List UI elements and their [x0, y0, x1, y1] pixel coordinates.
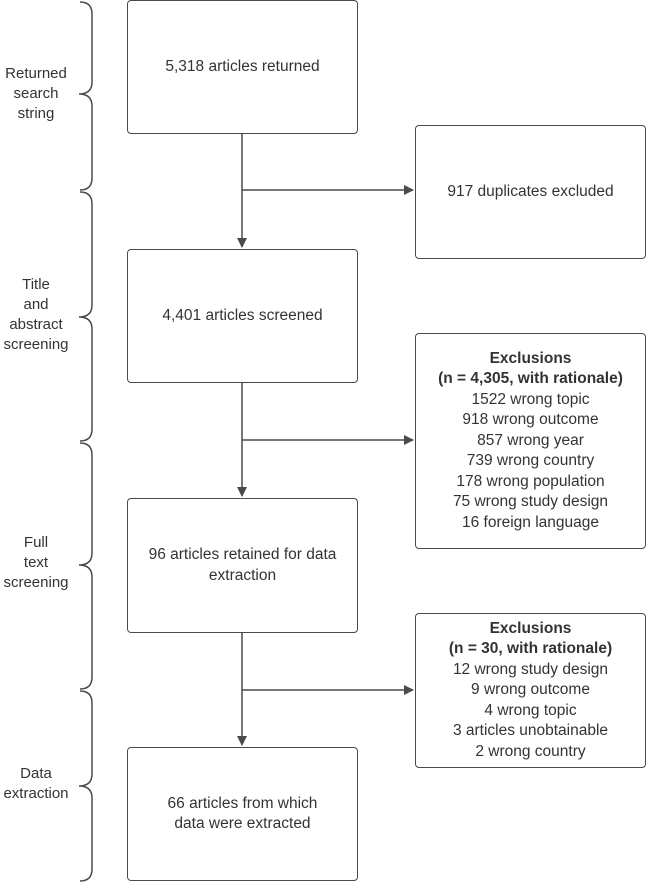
box-exclusions-1: Exclusions (n = 4,305, with rationale) 1…: [415, 333, 646, 549]
brace-data-extraction: [78, 690, 93, 882]
exclusion-item: 9 wrong outcome: [471, 681, 590, 699]
box-duplicates-excluded: 917 duplicates excluded: [415, 125, 646, 259]
stage-label-returned: Returned search string: [5, 65, 67, 122]
exclusion-item: 739 wrong country: [466, 452, 595, 470]
exclusions-2-subtitle: (n = 30, with rationale): [448, 640, 613, 658]
brace-title-abstract: [78, 191, 93, 442]
box-exclusions-2: Exclusions (n = 30, with rationale) 12 w…: [415, 613, 646, 768]
box-articles-retained: 96 articles retained for data extraction: [127, 498, 358, 633]
exclusions-1-subtitle: (n = 4,305, with rationale): [438, 370, 623, 388]
exclusion-item: 1522 wrong topic: [471, 390, 590, 408]
brace-full-text: [78, 442, 93, 690]
exclusion-item: 918 wrong outcome: [462, 411, 599, 429]
box-articles-extracted: 66 articles from which data were extract…: [127, 747, 358, 881]
exclusion-item: 4 wrong topic: [484, 701, 577, 719]
brace-returned: [78, 1, 93, 191]
exclusions-1-title: Exclusions: [489, 349, 572, 367]
exclusion-item: 12 wrong study design: [452, 660, 609, 678]
exclusion-item: 857 wrong year: [477, 431, 584, 449]
box-articles-returned: 5,318 articles returned: [127, 0, 358, 134]
stage-label-data-extraction: Data extraction: [3, 765, 69, 802]
exclusion-item: 3 articles unobtainable: [452, 722, 609, 740]
exclusion-item: 2 wrong country: [475, 742, 586, 760]
box-articles-screened: 4,401 articles screened: [127, 249, 358, 383]
exclusions-2-title: Exclusions: [489, 619, 572, 637]
stage-label-full-text: Full text screening: [3, 534, 69, 591]
exclusion-item: 178 wrong population: [456, 472, 605, 490]
exclusion-item: 16 foreign language: [461, 513, 600, 531]
exclusion-item: 75 wrong study design: [452, 493, 609, 511]
stage-label-title-abstract: Title and abstract screening: [3, 276, 69, 353]
